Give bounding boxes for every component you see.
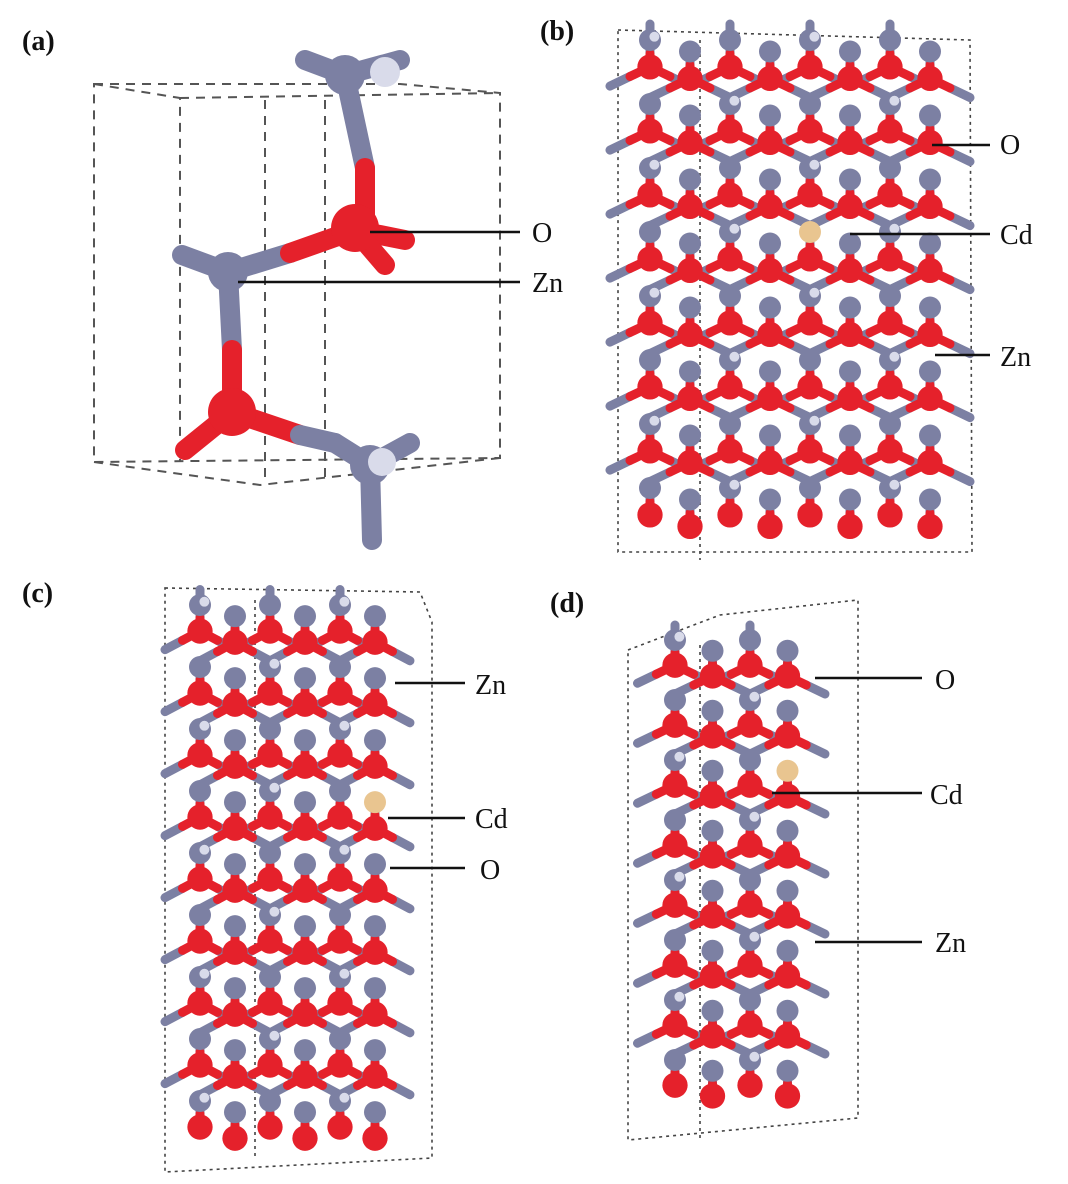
panel-d-label: (d) (550, 588, 584, 619)
panel-d: (d) O Cd Zn (550, 588, 966, 1141)
panel-c-zn-label: Zn (475, 670, 506, 701)
panel-d-lattice (633, 620, 830, 1109)
panel-b-supercell-box (617, 29, 973, 560)
panel-b: (b) O Cd Zn (540, 16, 1033, 560)
panel-b-lattice (605, 19, 975, 540)
panel-c-supercell-box (164, 587, 433, 1173)
panel-d-zn-label: Zn (935, 928, 966, 959)
panel-a-o-label: O (532, 218, 552, 249)
panel-c-cd-label: Cd (475, 804, 508, 835)
panel-b-label: (b) (540, 16, 574, 47)
panel-b-cd-label: Cd (1000, 220, 1033, 251)
panel-a: (a) (22, 26, 563, 550)
panel-a-label: (a) (22, 26, 55, 57)
panel-a-zn-label: Zn (532, 268, 563, 299)
panel-a-molecule (172, 50, 420, 550)
panel-b-zn-label: Zn (1000, 342, 1031, 373)
panel-c: (c) Zn Cd O (22, 578, 508, 1173)
panel-b-o-label: O (1000, 130, 1020, 161)
panel-d-o-label: O (935, 665, 955, 696)
panel-c-o-label: O (480, 855, 500, 886)
panel-c-label: (c) (22, 578, 53, 609)
panel-c-lattice (160, 585, 415, 1151)
panel-d-cd-label: Cd (930, 780, 963, 811)
panel-d-supercell-box (627, 599, 859, 1141)
